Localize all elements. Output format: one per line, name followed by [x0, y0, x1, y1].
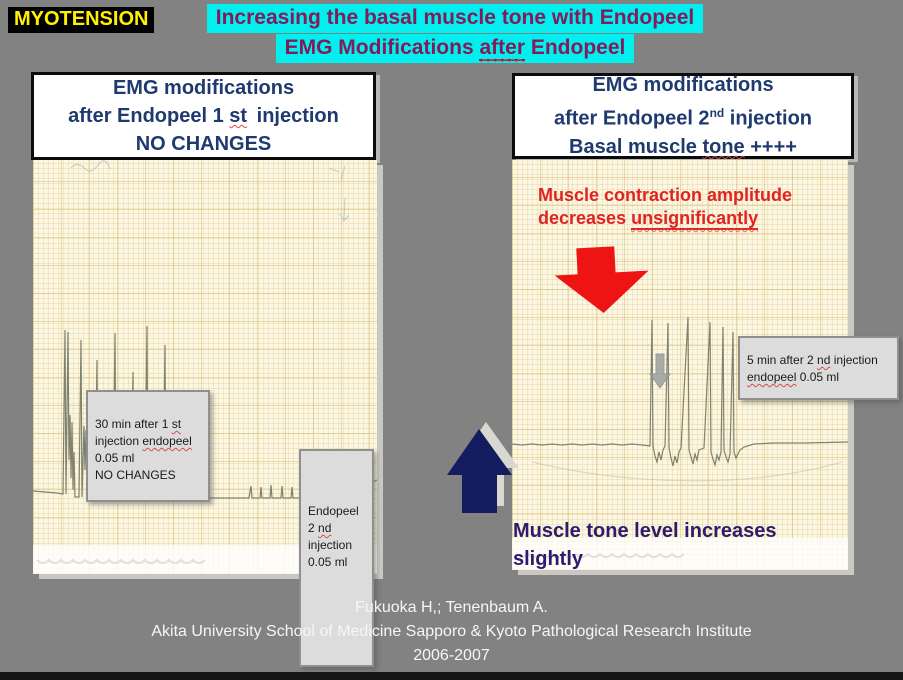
title-underlined-word: after — [479, 36, 525, 61]
footer-credits: Fukuoka H,; Tenenbaum A. Akita Universit… — [0, 596, 903, 668]
footer-years: 2006-2007 — [413, 647, 490, 664]
tone-note: Muscle tone level increases slightly — [513, 520, 777, 570]
footer-authors: Fukuoka H,; Tenenbaum A. — [355, 599, 548, 616]
left-note-endopeel-2nd: Endopeel 2 nd injection 0.05 ml — [299, 449, 374, 667]
title-line-1: Increasing the basal muscle tone with En… — [206, 4, 704, 33]
myotension-badge: MYOTENSION — [8, 7, 155, 33]
slide-title: Increasing the basal muscle tone with En… — [150, 4, 760, 64]
left-note-30min: 30 min after 1 st injection endopeel 0.0… — [86, 390, 210, 502]
right-panel-header: EMG modifications after Endopeel 2nd inj… — [512, 73, 854, 159]
red-note: Muscle contraction amplitude decreases u… — [538, 185, 793, 230]
left-header-line3: NO CHANGES — [135, 133, 272, 155]
left-header-line1: EMG modifications — [112, 77, 295, 99]
right-header-line3: Basal muscle tone ++++ — [569, 135, 797, 158]
right-note-5min: 5 min after 2 nd injection endopeel 0.05… — [738, 336, 899, 400]
right-header-line2: after Endopeel 2nd injection — [553, 106, 813, 130]
left-header-line2: after Endopeel 1 st injection — [68, 105, 339, 127]
right-header-line1: EMG modifications — [592, 74, 774, 97]
left-emg-chart: 30 min after 1 st injection endopeel 0.0… — [33, 160, 377, 667]
small-gray-down-arrow-icon — [649, 353, 671, 389]
left-panel-header: EMG modifications after Endopeel 1 st in… — [31, 72, 376, 160]
red-down-arrow-icon — [554, 246, 649, 314]
navy-up-arrow-icon — [447, 422, 519, 513]
footer-institutions: Akita University School of Medicine Sapp… — [151, 623, 752, 640]
right-emg-trace — [512, 316, 848, 570]
title-line-2: EMG Modifications after Endopeel — [275, 34, 635, 63]
bottom-black-bar — [0, 672, 903, 680]
